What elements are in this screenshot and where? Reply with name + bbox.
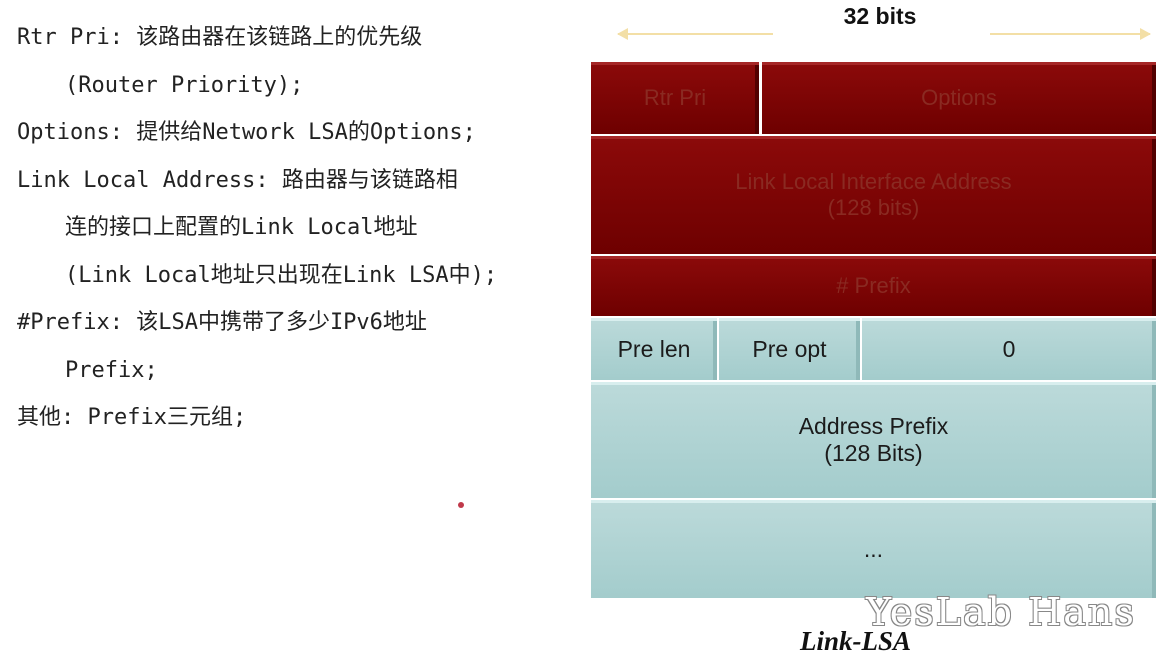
note-line: Link Local Address: 路由器与该链路相 — [17, 167, 458, 193]
field-pre-opt-label: Pre opt — [752, 335, 827, 362]
watermark: YesLab Hans — [866, 590, 1136, 634]
note-line: Options: 提供给Network LSA的Options; — [17, 120, 476, 145]
note-line: 连的接口上配置的Link Local地址 — [65, 215, 418, 240]
field-address-prefix-size: (128 Bits) — [824, 440, 923, 466]
dimension-line-right — [990, 33, 1150, 35]
diagram-caption: Link-LSA — [800, 626, 912, 656]
laser-pointer-dot — [458, 502, 464, 508]
field-options: Options — [762, 62, 1156, 134]
note-line: #Prefix: 该LSA中携带了多少IPv6地址 — [17, 310, 427, 335]
field-link-local-size: (128 bits) — [827, 195, 920, 220]
field-zero-label: 0 — [1002, 335, 1016, 362]
field-zero: 0 — [862, 318, 1156, 380]
field-ellipsis: ... — [863, 535, 884, 562]
field-pre-opt: Pre opt — [719, 318, 860, 380]
field-link-local-address: Link Local Interface Address (128 bits) — [591, 136, 1156, 254]
note-line: 其他: Prefix三元组; — [17, 405, 247, 430]
field-rtr-pri: Rtr Pri — [591, 62, 759, 134]
field-link-local-label: Link Local Interface Address — [735, 169, 1012, 194]
field-address-prefix-label: Address Prefix — [798, 413, 949, 439]
field-num-prefix: # Prefix — [591, 256, 1156, 316]
field-notes: Rtr Pri: 该路由器在该链路上的优先级 (Router Priority)… — [17, 14, 577, 442]
field-pre-len: Pre len — [591, 318, 717, 380]
arrow-left-icon — [617, 28, 628, 40]
note-line: (Router Priority); — [65, 72, 304, 98]
note-line: Prefix; — [65, 357, 158, 383]
arrow-right-icon — [1140, 28, 1151, 40]
dimension-line-left — [618, 33, 773, 35]
field-more-prefixes: ... — [591, 500, 1156, 598]
field-rtr-pri-label: Rtr Pri — [643, 85, 707, 110]
width-label: 32 bits — [843, 3, 917, 29]
field-options-label: Options — [921, 85, 997, 110]
field-address-prefix: Address Prefix (128 Bits) — [591, 382, 1156, 498]
field-pre-len-label: Pre len — [617, 335, 691, 362]
note-line: Rtr Pri: 该路由器在该链路上的优先级 — [17, 25, 423, 50]
note-line: (Link Local地址只出现在Link LSA中); — [65, 262, 498, 288]
field-num-prefix-label: # Prefix — [836, 273, 911, 298]
